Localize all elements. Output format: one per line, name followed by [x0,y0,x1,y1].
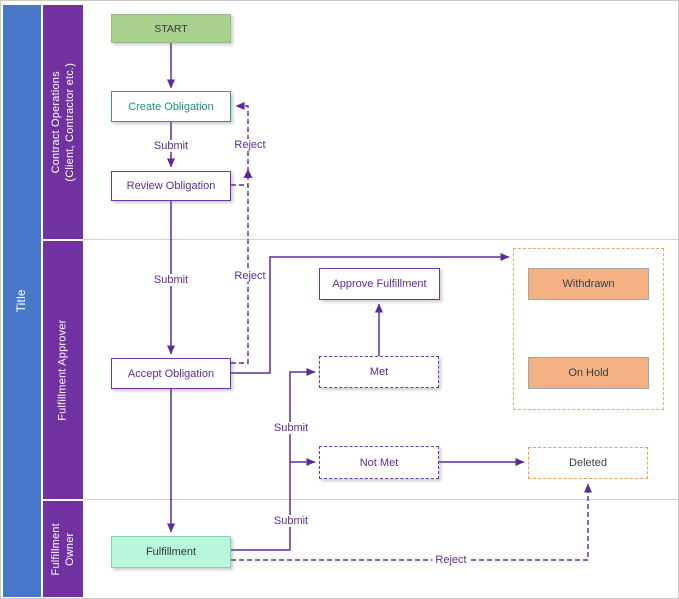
node-label: Not Met [359,456,399,469]
node-met[interactable]: Met [319,356,439,388]
edge-label-reject: Reject [231,139,269,151]
node-label: On Hold [568,367,609,379]
edge-label-reject: Reject [231,270,269,282]
node-label: Create Obligation [128,100,214,113]
node-approve-fulfillment[interactable]: Approve Fulfillment [319,268,440,300]
node-on-hold[interactable]: On Hold [528,357,649,389]
edge-label-submit: Submit [150,274,192,286]
node-review-obligation[interactable]: Review Obligation [111,171,231,201]
lane-header-fulfillment-approver[interactable]: Fulfillment Approver [43,241,83,499]
edge-label-submit: Submit [150,140,192,152]
node-label: Accept Obligation [127,367,215,380]
state-group-container[interactable] [513,248,664,410]
lane-header-contract-operations[interactable]: Contract Operations (Client, Contractor … [43,5,83,239]
edge-label-reject: Reject [432,554,470,566]
diagram-title-bar[interactable]: Title [3,5,41,597]
node-label: Withdrawn [562,278,615,290]
node-label: Approve Fulfillment [332,278,427,290]
node-withdrawn[interactable]: Withdrawn [528,268,649,300]
diagram-title: Title [14,289,29,313]
lane-label: Fulfillment Owner [49,522,77,576]
node-accept-obligation[interactable]: Accept Obligation [111,358,231,389]
node-not-met[interactable]: Not Met [319,446,439,479]
node-label: Review Obligation [126,180,216,192]
node-label: Met [369,366,389,378]
node-deleted[interactable]: Deleted [528,447,648,479]
lane-divider [83,239,678,240]
node-label: START [154,22,188,35]
node-create-obligation[interactable]: Create Obligation [111,91,231,122]
node-start[interactable]: START [111,14,231,43]
lane-label: Fulfillment Approver [56,319,69,421]
edge-label-submit: Submit [270,515,312,527]
reject-merge-arrowhead [243,169,253,178]
lane-header-fulfillment-owner[interactable]: Fulfillment Owner [43,501,83,597]
node-label: Fulfillment [145,546,197,558]
node-fulfillment[interactable]: Fulfillment [111,536,231,568]
edge-label-submit: Submit [270,422,312,434]
lane-divider [83,499,678,500]
lane-label: Contract Operations (Client, Contractor … [49,62,77,182]
node-label: Deleted [569,457,607,469]
